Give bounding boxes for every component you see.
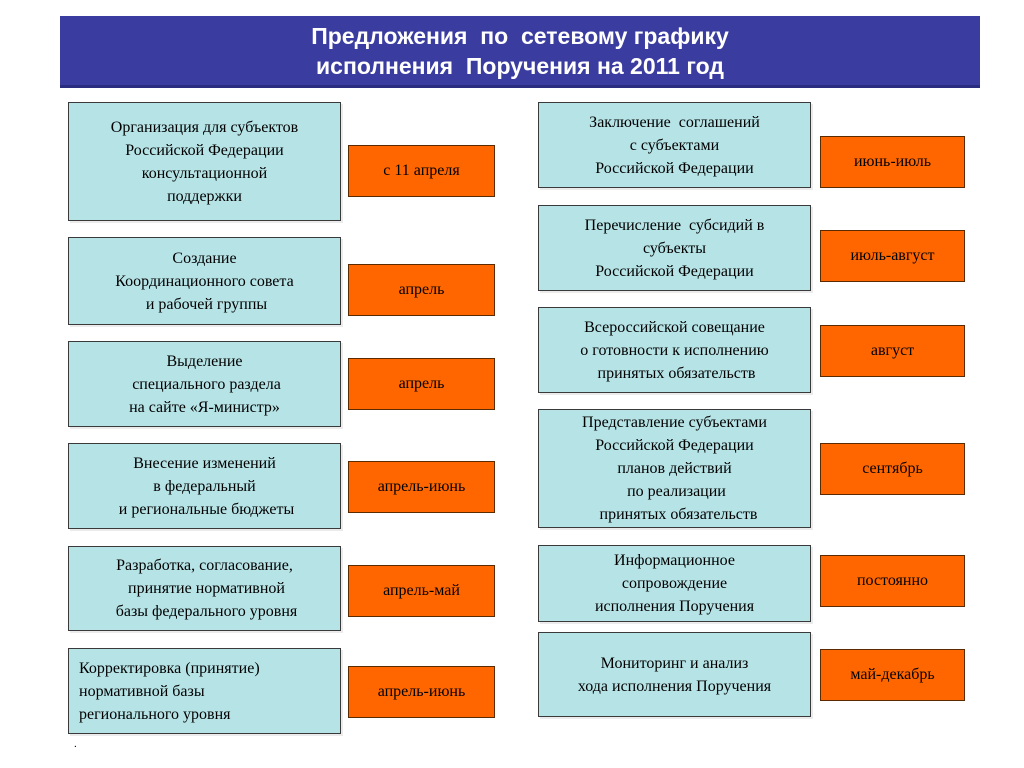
task-line: планов действий <box>617 460 732 477</box>
deadline-box: июнь-июль <box>820 136 965 188</box>
task-line: о готовности к исполнению <box>580 341 769 359</box>
task-line: с субъектами <box>629 136 720 154</box>
task-line: Корректировка (принятие) <box>79 659 260 677</box>
task-line: Всероссийской совещание <box>584 318 765 336</box>
task-line: по реализации <box>623 483 726 500</box>
task-box-agreements: Заключение соглашений с субъектами Росси… <box>538 102 811 188</box>
task-line: принятых обязательств <box>591 506 758 523</box>
task-line: Заключение соглашений <box>589 113 760 131</box>
task-line: регионального уровня <box>79 705 231 723</box>
task-box-meeting: Всероссийской совещание о готовности к и… <box>538 307 811 393</box>
task-line: Выделение <box>166 352 243 370</box>
deadline-box: июль-август <box>820 230 965 282</box>
task-line: Перечисление субсидий в <box>584 216 765 234</box>
deadline-box: май-декабрь <box>820 649 965 701</box>
task-box-monitoring: Мониторинг и анализ хода исполнения Пору… <box>538 632 811 717</box>
task-line: Российской Федерации <box>595 159 754 177</box>
task-box-subsidies: Перечисление субсидий в субъекты Российс… <box>538 205 811 291</box>
task-line: в федеральный <box>153 477 256 495</box>
task-line: Создание <box>172 249 237 267</box>
task-line: Координационного совета <box>115 272 294 290</box>
task-line: Российской Федерации <box>595 437 754 454</box>
task-box-action-plans: Представление субъектами Российской Феде… <box>538 409 811 528</box>
task-line: Разработка, согласование, <box>116 557 293 574</box>
task-line: Организация для субъектов <box>110 118 299 136</box>
task-box-coordination-council: Создание Координационного совета и рабоч… <box>68 237 341 325</box>
deadline-box: август <box>820 325 965 377</box>
task-line: исполнения Поручения <box>594 598 755 615</box>
title-line-2: исполнения Поручения на 2011 год <box>316 52 724 79</box>
task-line: и региональные бюджеты <box>114 500 295 518</box>
task-line: специального раздела <box>128 375 281 393</box>
task-line: Мониторинг и анализ <box>600 654 749 672</box>
task-line: хода исполнения Поручения <box>577 677 772 695</box>
task-line: принятие нормативной <box>124 580 285 597</box>
deadline-box: апрель-май <box>348 565 495 617</box>
deadline-box: апрель <box>348 264 495 316</box>
task-box-consult-support: Организация для субъектов Российской Фед… <box>68 102 341 221</box>
task-line: субъекты <box>642 239 707 257</box>
deadline-box: постоянно <box>820 555 965 607</box>
task-box-info-support: Информационное сопровождение исполнения … <box>538 545 811 622</box>
task-line: базы федерального уровня <box>111 603 298 620</box>
deadline-box: апрель <box>348 358 495 410</box>
deadline-box: сентябрь <box>820 443 965 495</box>
task-line: на сайте «Я-министр» <box>129 398 280 416</box>
task-line: поддержки <box>167 187 242 205</box>
deadline-box: апрель-июнь <box>348 461 495 513</box>
task-line: и рабочей группы <box>141 295 268 313</box>
task-line: Российской Федерации <box>595 262 754 280</box>
deadline-box: апрель-июнь <box>348 666 495 718</box>
task-line: Представление субъектами <box>582 414 767 431</box>
task-line: сопровождение <box>621 575 728 592</box>
deadline-box: с 11 апреля <box>348 145 495 197</box>
task-line: Информационное <box>614 552 735 569</box>
task-line: Внесение изменений <box>133 454 276 472</box>
footnote-dot: . <box>74 738 77 750</box>
task-line: нормативной базы <box>79 682 205 700</box>
task-line: консультационной <box>141 164 268 182</box>
title-line-1: Предложения по сетевому графику <box>311 22 729 49</box>
task-box-regional-regulations: Корректировка (принятие) нормативной баз… <box>68 648 341 734</box>
task-box-budget-changes: Внесение изменений в федеральный и регио… <box>68 443 341 529</box>
task-box-website-section: Выделение специального раздела на сайте … <box>68 341 341 427</box>
task-box-federal-regulations: Разработка, согласование, принятие норма… <box>68 546 341 631</box>
task-line: принятых обязательств <box>593 364 756 382</box>
slide-title: Предложения по сетевому графику исполнен… <box>60 16 980 88</box>
task-line: Российской Федерации <box>125 141 284 159</box>
